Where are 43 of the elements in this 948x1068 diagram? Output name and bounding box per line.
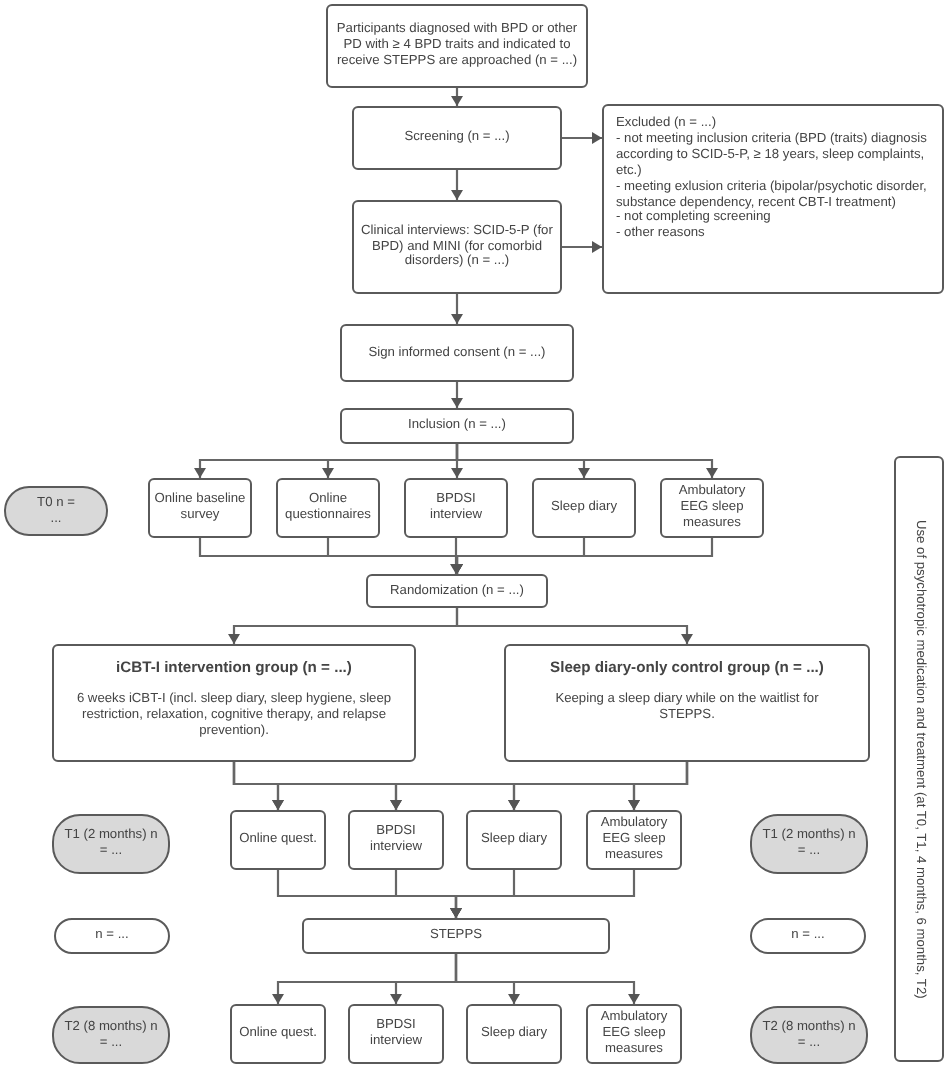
process-box (340, 324, 574, 382)
arrow (450, 538, 462, 574)
timepoint-pill (52, 814, 170, 874)
arrow (562, 132, 602, 144)
process-box (340, 408, 574, 444)
timepoint-pill (750, 1006, 868, 1064)
timepoint-pill (52, 1006, 170, 1064)
timepoint-pill (750, 814, 868, 874)
measure-box (276, 478, 380, 538)
side-panel (894, 456, 944, 1062)
arrow (628, 762, 689, 810)
group-box (504, 644, 870, 762)
measure-box (660, 478, 764, 538)
measure-box (586, 1004, 682, 1064)
measure-box (348, 810, 444, 870)
arrow (451, 294, 463, 324)
group-box (52, 644, 416, 762)
arrow (455, 444, 718, 478)
measure-box (348, 1004, 444, 1064)
timepoint-pill (4, 486, 108, 536)
measure-box (230, 1004, 326, 1064)
process-box (352, 200, 562, 294)
measure-box (532, 478, 636, 538)
arrow (451, 88, 463, 106)
exclusion-box (602, 104, 944, 294)
arrow (562, 241, 602, 253)
measure-box (404, 478, 508, 538)
process-box (366, 574, 548, 608)
arrow (451, 382, 463, 408)
process-box (326, 4, 588, 88)
measure-box (586, 810, 682, 870)
measure-box (230, 810, 326, 870)
arrow (454, 954, 640, 1004)
arrow (450, 870, 636, 918)
measure-box (466, 1004, 562, 1064)
arrow (455, 608, 693, 644)
count-pill (54, 918, 170, 954)
arrow (451, 170, 463, 200)
measure-box (148, 478, 252, 538)
process-box (302, 918, 610, 954)
measure-box (466, 810, 562, 870)
count-pill (750, 918, 866, 954)
process-box (352, 106, 562, 170)
